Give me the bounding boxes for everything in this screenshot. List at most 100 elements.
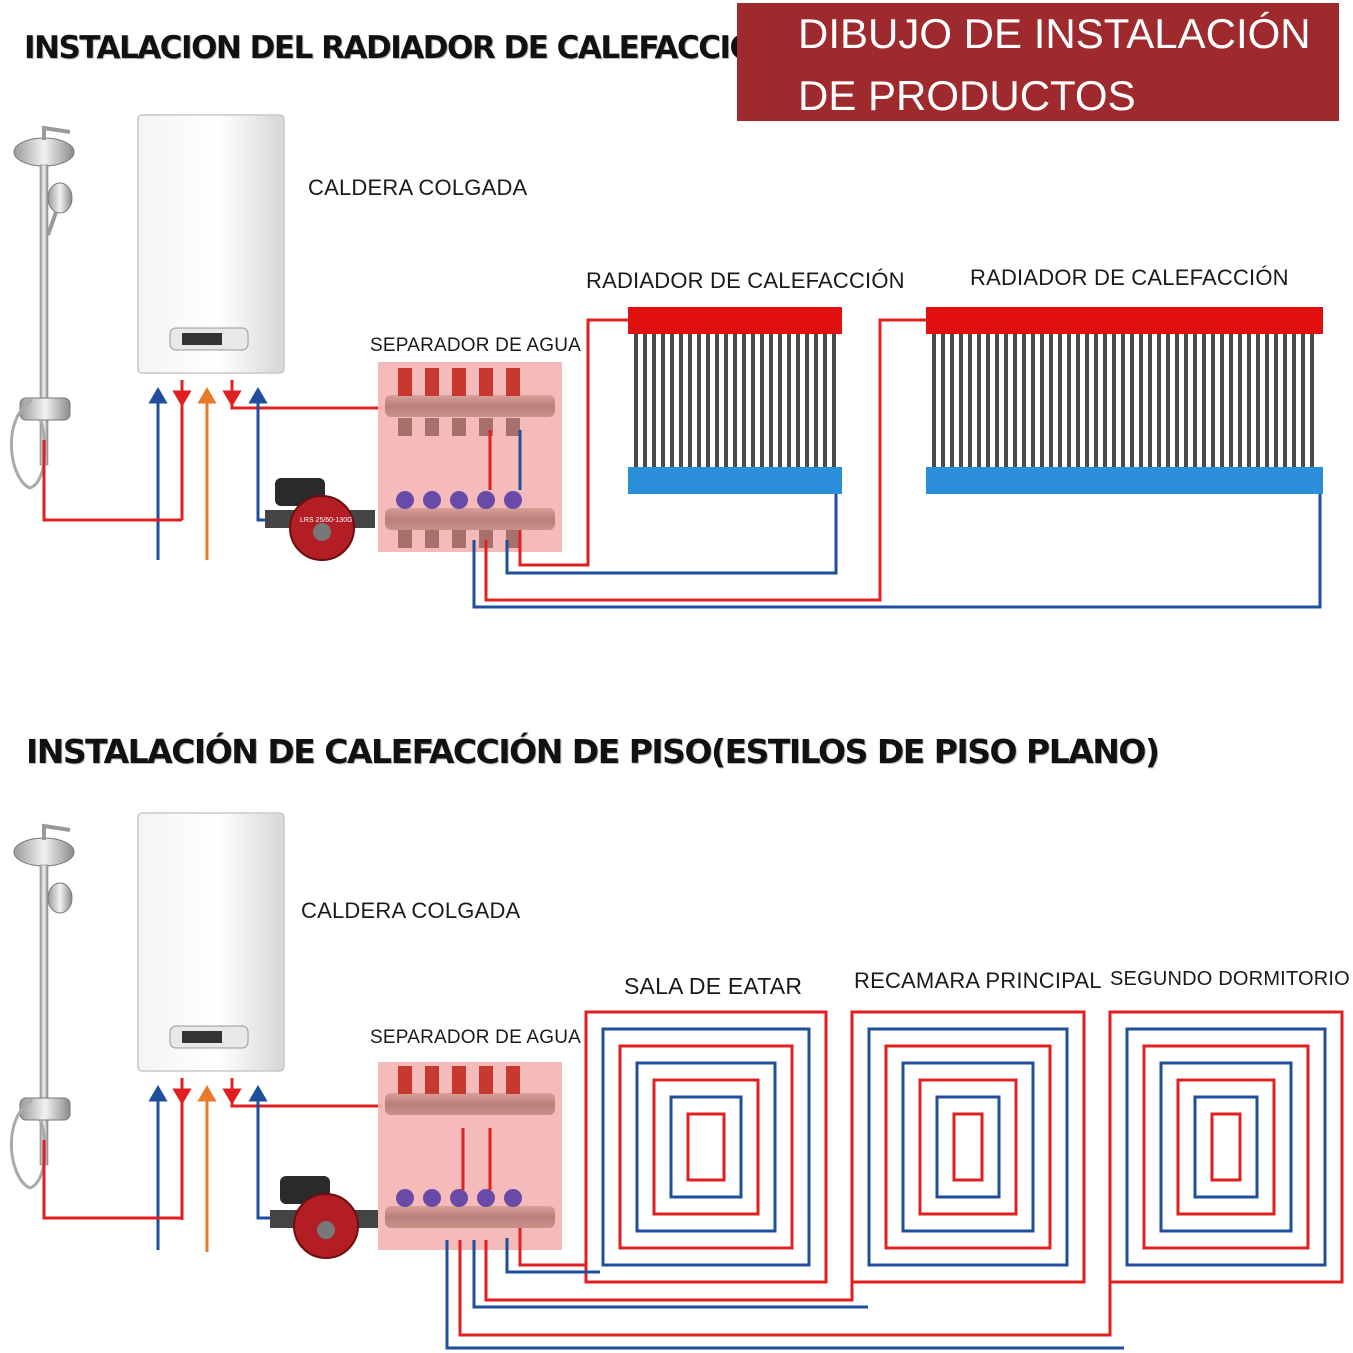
- separator-label-2: SEPARADOR DE AGUA: [370, 1027, 582, 1048]
- radiator-icon-2: [926, 307, 1323, 494]
- floor-coil-loop: [901, 1061, 1035, 1233]
- floor-coil-loop: [669, 1095, 743, 1199]
- radiator-fin: [1103, 334, 1107, 467]
- radiator-fin: [1265, 334, 1269, 467]
- floor-coil-loop: [1193, 1095, 1259, 1199]
- room-label-master-bedroom: RECAMARA PRINCIPAL: [854, 968, 1102, 993]
- radiator-fin: [661, 334, 665, 467]
- radiator-fin: [733, 334, 737, 467]
- radiator-fin: [787, 334, 791, 467]
- radiator-fin: [706, 334, 710, 467]
- radiator-fin: [1283, 334, 1287, 467]
- floor-coil-loop: [884, 1044, 1052, 1250]
- floor-coil-loop: [635, 1061, 777, 1233]
- manifold-icon-2: [378, 1062, 562, 1250]
- floor-coil-loop: [652, 1078, 760, 1216]
- radiator-fin: [1130, 334, 1134, 467]
- radiator-fin: [715, 334, 719, 467]
- radiator-fin: [1067, 334, 1071, 467]
- radiator-fin: [1220, 334, 1224, 467]
- radiator-fin: [688, 334, 692, 467]
- boiler-icon: [137, 114, 285, 374]
- radiator-fin: [634, 334, 638, 467]
- floor-coil-loop: [686, 1112, 726, 1182]
- radiator-fin: [1094, 334, 1098, 467]
- radiator-label-1: RADIADOR DE CALEFACCIÓN: [586, 268, 905, 293]
- radiator-fin: [1184, 334, 1188, 467]
- floor-coil-loop: [1176, 1078, 1276, 1216]
- radiator-fin: [1112, 334, 1116, 467]
- floor-coil-icon: [445, 1010, 1344, 1350]
- banner-line-1: DIBUJO DE INSTALACIÓN: [798, 10, 1311, 57]
- radiator-fin: [1175, 334, 1179, 467]
- radiator-fin: [814, 334, 818, 467]
- radiator-fin: [1274, 334, 1278, 467]
- floor-coil-loop: [1142, 1044, 1310, 1250]
- radiator-fin: [751, 334, 755, 467]
- manifold-icon: [378, 362, 562, 552]
- radiator-label-2: RADIADOR DE CALEFACCIÓN: [970, 265, 1289, 290]
- shower-icon-2: [9, 823, 75, 1190]
- boiler-icon-2: [137, 812, 285, 1072]
- radiator-fin: [769, 334, 773, 467]
- radiator-fin: [1229, 334, 1233, 467]
- radiator-fin: [977, 334, 981, 467]
- radiator-fin: [1004, 334, 1008, 467]
- floor-coil-loop: [601, 1027, 811, 1267]
- radiator-fin: [1139, 334, 1143, 467]
- room-label-dining: SALA DE EATAR: [624, 973, 803, 999]
- floor-coil-loop: [952, 1112, 984, 1182]
- pump-text: LRS 25/60-130G: [300, 517, 353, 524]
- radiator-fin: [1031, 334, 1035, 467]
- separator-label-1: SEPARADOR DE AGUA: [370, 335, 582, 356]
- shower-icon: [9, 125, 75, 490]
- radiator-fin: [1301, 334, 1305, 467]
- radiator-fin: [805, 334, 809, 467]
- boiler-label-1: CALDERA COLGADA: [308, 175, 528, 200]
- room-label-second-bedroom: SEGUNDO DORMITORIO: [1110, 968, 1350, 990]
- radiator-fin: [679, 334, 683, 467]
- radiator-fin: [968, 334, 972, 467]
- radiator-fin: [1193, 334, 1197, 467]
- radiator-fin: [1121, 334, 1125, 467]
- floor-coil-loop: [867, 1027, 1069, 1267]
- radiator-fin: [697, 334, 701, 467]
- floor-coil-loop: [584, 1010, 828, 1284]
- radiator-fin: [1292, 334, 1296, 467]
- section2-title: INSTALACIÓN DE CALEFACCIÓN DE PISO(ESTIL…: [26, 732, 1160, 771]
- banner-line-2: DE PRODUCTOS: [798, 72, 1136, 119]
- radiator-fin: [1211, 334, 1215, 467]
- radiator-fin: [670, 334, 674, 467]
- radiator-fin: [1049, 334, 1053, 467]
- title-banner: DIBUJO DE INSTALACIÓN DE PRODUCTOS: [737, 3, 1339, 121]
- radiator-fin: [986, 334, 990, 467]
- floor-coil-loop: [918, 1078, 1018, 1216]
- radiator-fin: [742, 334, 746, 467]
- section1-system: LRS 25/60-130G: [9, 114, 1323, 609]
- radiator-fin: [823, 334, 827, 467]
- radiator-fin: [1238, 334, 1242, 467]
- section2-system: [9, 812, 1344, 1350]
- floor-coil-loop: [1210, 1112, 1242, 1182]
- pump-icon-2: [270, 1176, 378, 1259]
- boiler-label-2: CALDERA COLGADA: [301, 898, 521, 923]
- radiator-fin: [1058, 334, 1062, 467]
- radiator-fin: [932, 334, 936, 467]
- section1-title: INSTALACION DEL RADIADOR DE CALEFACCIÓN: [24, 30, 780, 66]
- radiator-icon: [628, 307, 842, 494]
- radiator-fin: [760, 334, 764, 467]
- radiator-fin: [1202, 334, 1206, 467]
- radiator-fin: [1040, 334, 1044, 467]
- radiator-fin: [1148, 334, 1152, 467]
- radiator-fin: [1013, 334, 1017, 467]
- radiator-fin: [950, 334, 954, 467]
- radiator-fin: [796, 334, 800, 467]
- radiator-fin: [1157, 334, 1161, 467]
- floor-coil-loop: [1125, 1027, 1327, 1267]
- radiator-fin: [941, 334, 945, 467]
- radiator-fin: [1166, 334, 1170, 467]
- radiator-fin: [778, 334, 782, 467]
- boiler-pipes: [42, 380, 382, 560]
- radiator-fin: [724, 334, 728, 467]
